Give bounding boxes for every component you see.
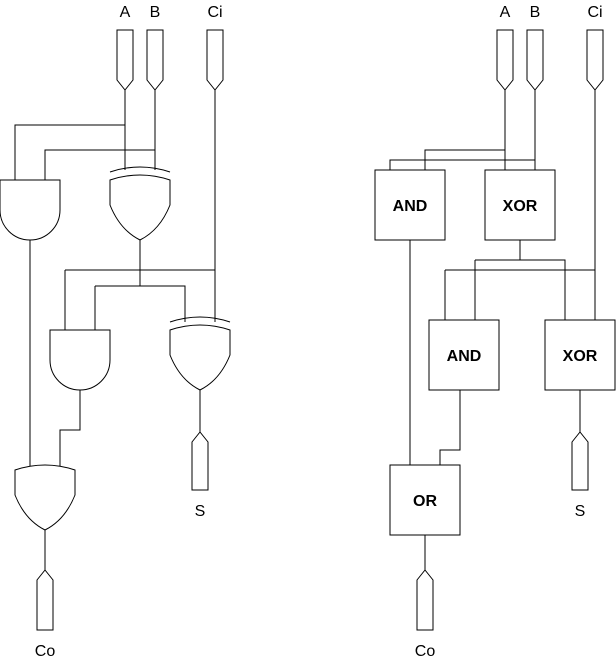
right-xor-gate-1-label: XOR (503, 198, 538, 215)
right-output-s-label: S (575, 503, 586, 520)
left-and-gate-1 (0, 179, 61, 241)
right-xor-gate-2: XOR (544, 319, 616, 391)
left-input-b: B (146, 4, 164, 91)
left-or-gate (14, 464, 76, 531)
right-xor-gate-1: XOR (484, 169, 556, 241)
left-output-s: S (191, 431, 209, 520)
right-and-gate-1-label: AND (393, 198, 428, 215)
left-input-ci: Ci (206, 4, 224, 91)
left-output-co: Co (35, 569, 56, 660)
right-wires (389, 90, 596, 570)
left-xor-gate-2 (169, 316, 231, 391)
right-or-gate: OR (389, 464, 461, 536)
right-and-gate-2: AND (428, 319, 500, 391)
right-and-gate-1: AND (374, 169, 446, 241)
right-input-a-label: A (500, 4, 511, 21)
left-input-a: A (116, 4, 134, 91)
right-input-ci: Ci (586, 4, 604, 91)
right-and-gate-2-label: AND (447, 348, 482, 365)
right-xor-gate-2-label: XOR (563, 348, 598, 365)
left-input-ci-label: Ci (207, 4, 222, 21)
left-diagram: A B Ci (0, 4, 231, 660)
right-or-gate-label: OR (413, 493, 437, 510)
left-output-co-label: Co (35, 643, 56, 660)
right-input-b-label: B (530, 4, 541, 21)
right-diagram: A B Ci (374, 4, 616, 660)
right-input-a: A (496, 4, 514, 91)
left-input-b-label: B (150, 4, 161, 21)
right-output-co: Co (415, 569, 436, 660)
right-input-ci-label: Ci (587, 4, 602, 21)
right-output-co-label: Co (415, 643, 436, 660)
left-xor-gate-1 (109, 166, 171, 241)
left-input-a-label: A (120, 4, 131, 21)
left-and-gate-2 (49, 329, 111, 391)
left-output-s-label: S (195, 503, 206, 520)
left-wires (14, 90, 216, 570)
right-input-b: B (526, 4, 544, 91)
right-output-s: S (571, 431, 589, 520)
